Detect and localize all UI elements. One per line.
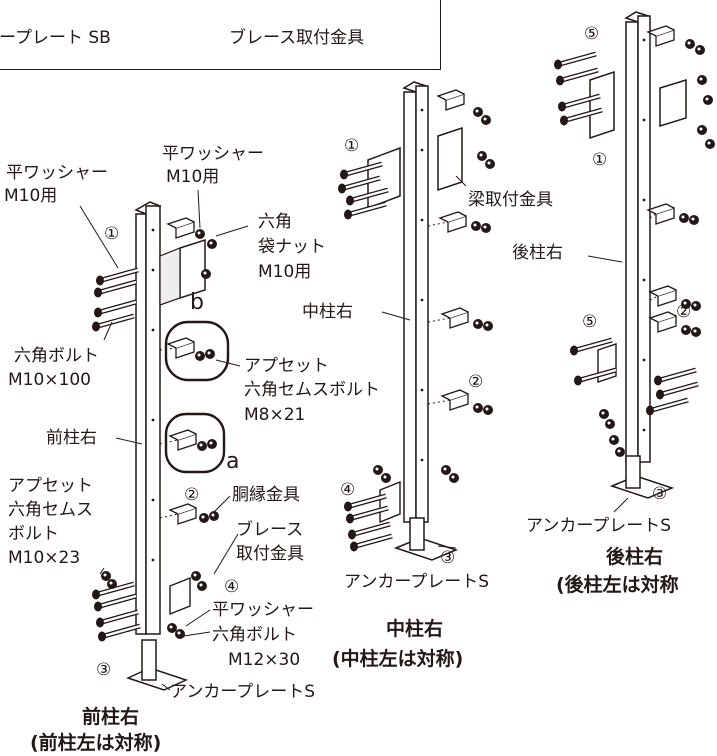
front-washer-label: 平ワッシャー bbox=[6, 163, 108, 183]
middle-post bbox=[338, 81, 495, 561]
front-upset-left-4: M10×23 bbox=[8, 548, 81, 568]
front-hex-bolt-bottom-size: M12×30 bbox=[228, 650, 301, 670]
marker-4-middle: ④ bbox=[340, 480, 356, 500]
marker-2-rear: ② bbox=[676, 302, 692, 322]
front-anchor-label: アンカープレートS bbox=[170, 682, 316, 702]
front-hex-bolt-size: M10×100 bbox=[8, 370, 91, 390]
marker-4-front: ④ bbox=[224, 577, 240, 597]
front-post-name: 前柱右 bbox=[46, 428, 97, 448]
front-washer-top-label: 平ワッシャー bbox=[162, 144, 264, 164]
marker-3-front: ③ bbox=[96, 660, 112, 680]
front-hex-bolt-label: 六角ボルト bbox=[14, 346, 99, 366]
marker-b: b bbox=[190, 290, 204, 315]
legend-anchor-plate-sb: ープレート SB bbox=[0, 28, 111, 48]
front-washer-top-size: M10用 bbox=[166, 167, 220, 187]
middle-beam-fitting-label: 梁取付金具 bbox=[468, 190, 553, 210]
front-upset-bolt-label-2: 六角セムスボルト bbox=[244, 380, 380, 400]
marker-1-middle: ① bbox=[344, 136, 360, 156]
marker-5-rear-top: ⑤ bbox=[584, 24, 600, 44]
front-washer-size: M10用 bbox=[4, 186, 58, 206]
front-post bbox=[79, 189, 249, 691]
marker-2-middle: ② bbox=[468, 372, 484, 392]
front-upset-left-1: アプセット bbox=[8, 476, 93, 496]
rear-anchor-label: アンカープレートS bbox=[526, 516, 672, 536]
middle-post-subtitle: (中柱左は対称) bbox=[332, 648, 464, 670]
rear-post-title: 後柱右 bbox=[606, 546, 664, 568]
rear-post-name: 後柱右 bbox=[512, 243, 563, 263]
front-upset-bolt-label-3: M8×21 bbox=[244, 405, 306, 425]
legend-brace-fitting: ブレース取付金具 bbox=[229, 28, 365, 48]
front-belt-fitting-label: 胴縁金具 bbox=[232, 485, 300, 505]
front-post-subtitle: (前柱左は対称) bbox=[30, 732, 162, 754]
front-cap-nut-label-3: M10用 bbox=[258, 262, 312, 282]
front-cap-nut-label-2: 袋ナット bbox=[258, 237, 326, 257]
marker-5-rear-mid: ⑤ bbox=[582, 312, 598, 332]
front-cap-nut-label-1: 六角 bbox=[258, 212, 292, 232]
marker-a: a bbox=[226, 449, 240, 474]
marker-1-front: ① bbox=[104, 224, 120, 244]
front-brace-label-2: 取付金具 bbox=[236, 544, 304, 564]
rear-post bbox=[554, 11, 715, 513]
middle-post-name: 中柱右 bbox=[302, 302, 353, 322]
parts-legend-box: ープレート SB ブレース取付金具 bbox=[0, 0, 441, 70]
middle-post-title: 中柱右 bbox=[386, 618, 444, 640]
middle-anchor-label: アンカープレートS bbox=[344, 572, 490, 592]
front-washer-bottom-label: 平ワッシャー bbox=[212, 600, 314, 620]
marker-3-middle: ③ bbox=[440, 548, 456, 568]
front-upset-bolt-label-1: アプセット bbox=[244, 356, 329, 376]
rear-post-subtitle: (後柱左は対称 bbox=[556, 574, 679, 596]
marker-3-rear: ③ bbox=[652, 484, 668, 504]
marker-1-rear: ① bbox=[592, 150, 608, 170]
front-upset-left-2: 六角セムス bbox=[8, 500, 93, 520]
front-upset-left-3: ボルト bbox=[8, 524, 59, 544]
front-post-title: 前柱右 bbox=[82, 706, 140, 728]
front-brace-label-1: ブレース bbox=[236, 520, 304, 540]
front-hex-bolt-bottom-label: 六角ボルト bbox=[212, 625, 297, 645]
marker-2-front: ② bbox=[184, 485, 200, 505]
